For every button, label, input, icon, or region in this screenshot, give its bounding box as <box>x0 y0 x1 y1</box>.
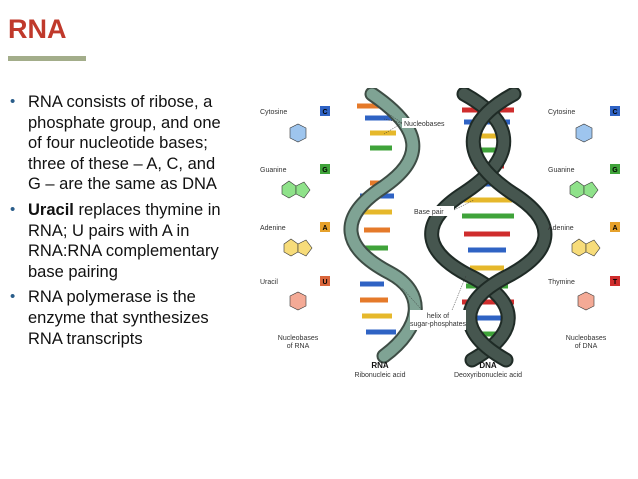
rna-dna-diagram: Cytosine C Guanine G Adenine A Uracil U … <box>260 88 620 379</box>
right-base-name: Guanine <box>548 167 575 174</box>
dna-double-helix <box>424 88 553 368</box>
rna-strand <box>343 88 423 364</box>
thymine-molecule-icon <box>577 291 595 311</box>
bullet-dot-icon: • <box>10 93 16 110</box>
callout-leader <box>383 122 403 135</box>
bullet-dot-icon: • <box>10 288 16 306</box>
base-letter: C <box>612 109 617 116</box>
guanine-ring-icon <box>583 181 599 199</box>
cytosine-molecule-icon <box>289 123 307 143</box>
guanine-ring-icon <box>295 181 311 199</box>
left-nucleobase-column: Cytosine C Guanine G Adenine A Uracil U … <box>260 106 330 350</box>
callouts: Nucleobases Base pair helix of sugar-pho… <box>379 107 475 330</box>
bullet-item: • RNA polymerase is the enzyme that synt… <box>10 287 232 349</box>
base-letter: G <box>612 167 618 174</box>
callout-leader <box>383 118 403 124</box>
bullet-item: • RNA consists of ribose, a phosphate gr… <box>10 92 232 195</box>
bullet-item: • Uracil replaces thymine in RNA; U pair… <box>10 200 232 282</box>
base-letter: C <box>322 109 327 116</box>
slide-title: RNA <box>8 14 67 44</box>
base-letter: T <box>613 279 618 286</box>
adenine-molecule-icon <box>283 238 299 257</box>
title-underline <box>8 56 86 61</box>
base-letter: U <box>322 279 327 286</box>
callout-bg <box>412 206 454 216</box>
callout-base-pair: Base pair <box>414 209 444 216</box>
left-base-name: Adenine <box>260 225 286 232</box>
callout-leader <box>451 275 467 311</box>
base-letter-box <box>320 276 330 286</box>
callout-nucleobases: Nucleobases <box>404 121 445 128</box>
callout-leader <box>453 199 475 211</box>
callout-helix: helix of <box>427 313 449 320</box>
adenine-molecule-icon <box>571 238 587 257</box>
callout-bg <box>410 310 466 330</box>
guanine-molecule-icon <box>281 180 297 199</box>
cytosine-molecule-icon <box>575 123 593 143</box>
bullet-text: replaces thymine in RNA; U pairs with A … <box>28 200 221 281</box>
base-letter-box <box>610 164 620 174</box>
right-base-name: Adenine <box>548 225 574 232</box>
left-base-name: Uracil <box>260 279 278 286</box>
dna-backbone-b <box>464 88 551 366</box>
dna-label: DNA <box>479 361 497 370</box>
callout-leader <box>379 107 403 124</box>
left-caption: Nucleobases <box>278 335 319 342</box>
right-caption: of DNA <box>575 343 598 350</box>
dna-subtitle: Deoxyribonucleic acid <box>454 372 522 379</box>
base-letter-box <box>320 106 330 116</box>
right-base-name: Thymine <box>548 279 575 286</box>
bullet-text: RNA polymerase is the enzyme that synthe… <box>28 288 209 348</box>
right-nucleobase-column: Cytosine C Guanine G Adenine A Thymine T… <box>548 106 620 350</box>
base-letter: G <box>322 167 328 174</box>
rna-label: RNA <box>371 361 389 370</box>
rna-subtitle: Ribonucleic acid <box>355 372 406 379</box>
bullet-dot-icon: • <box>10 200 16 218</box>
left-base-name: Cytosine <box>260 109 287 116</box>
base-letter: A <box>612 225 617 232</box>
dna-backbone-a <box>426 88 514 366</box>
bullet-list: • RNA consists of ribose, a phosphate gr… <box>10 92 232 354</box>
uracil-molecule-icon <box>289 291 307 311</box>
callout-bg <box>402 118 458 128</box>
bullet-bold-term: Uracil <box>28 200 74 219</box>
base-letter-box <box>320 164 330 174</box>
bullet-text: RNA consists of ribose, a phosphate grou… <box>28 93 221 194</box>
right-base-name: Cytosine <box>548 109 575 116</box>
base-letter-box <box>320 222 330 232</box>
guanine-molecule-icon <box>569 180 585 199</box>
left-base-name: Guanine <box>260 167 287 174</box>
base-letter: A <box>322 225 327 232</box>
adenine-ring-icon <box>297 239 313 257</box>
right-caption: Nucleobases <box>566 335 607 342</box>
callout-helix: sugar-phosphates <box>410 321 467 328</box>
base-letter-box <box>610 222 620 232</box>
base-letter-box <box>610 106 620 116</box>
left-caption: of RNA <box>287 343 310 350</box>
adenine-ring-icon <box>585 239 601 257</box>
base-letter-box <box>610 276 620 286</box>
